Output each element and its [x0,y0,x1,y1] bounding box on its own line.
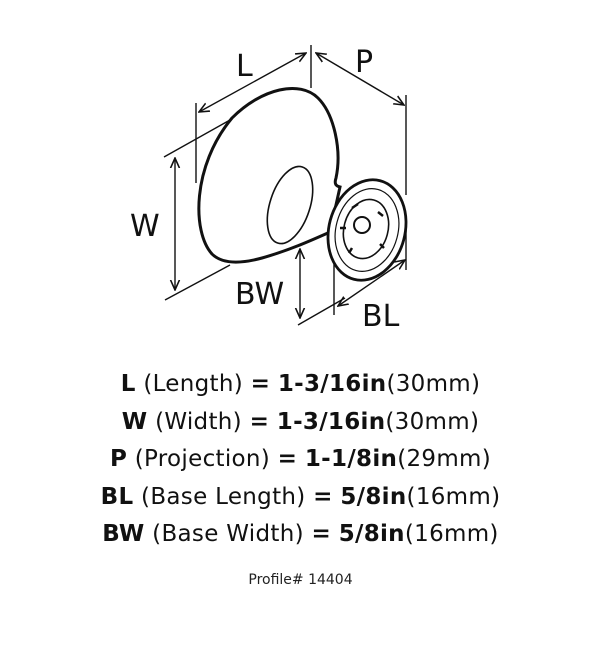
spec-metric: (29mm) [397,446,492,472]
spec-row: BW (Base Width) = 5/8in(16mm) [0,516,601,554]
spec-imperial: 1-1/8in [304,446,398,472]
spec-code: BW [102,521,145,547]
spec-code: BL [100,483,134,510]
spec-imperial: 1-3/16in [276,408,386,435]
spec-imperial: 5/8in [338,521,405,547]
label-L: L [236,49,253,84]
label-BW: BW [235,277,284,312]
spec-metric: (30mm) [386,371,481,397]
spec-metric: (16mm) [406,483,501,510]
spec-name: (Length) [143,371,243,397]
spec-code: P [109,446,128,472]
spec-code: W [121,408,148,435]
spec-imperial: 1-3/16in [277,371,387,397]
length-arrow [199,53,306,112]
spec-row: BL (Base Length) = 5/8in(16mm) [0,479,601,517]
base-length-arrow [338,260,405,306]
label-P: P [355,45,373,80]
projection-arrow [316,53,404,105]
threaded-hole [353,216,371,234]
spec-metric: (16mm) [404,521,499,547]
spec-row: W (Width) = 1-3/16in(30mm) [0,404,601,442]
label-W: W [130,209,160,244]
spec-eq: = [249,408,270,435]
spec-name: (Projection) [134,446,271,472]
spec-name: (Base Length) [141,483,306,510]
spec-name: (Width) [155,408,242,435]
spec-name: (Base Width) [152,521,304,547]
spec-eq: = [250,371,271,397]
spec-eq: = [311,521,332,547]
spec-metric: (30mm) [385,408,480,435]
label-BL: BL [362,299,400,334]
spec-row: P (Projection) = 1-1/8in(29mm) [0,441,601,479]
profile-number: Profile# 14404 [248,572,353,588]
spec-imperial: 5/8in [340,483,407,510]
spec-eq: = [313,483,333,510]
dimension-specs: L (Length) = 1-3/16in(30mm)W (Width) = 1… [0,366,601,554]
spec-eq: = [277,446,298,472]
knob-drawing: L P W BW BL [130,45,408,334]
spec-code: L [120,371,136,397]
knob-body [197,86,408,282]
spec-row: L (Length) = 1-3/16in(30mm) [0,366,601,404]
